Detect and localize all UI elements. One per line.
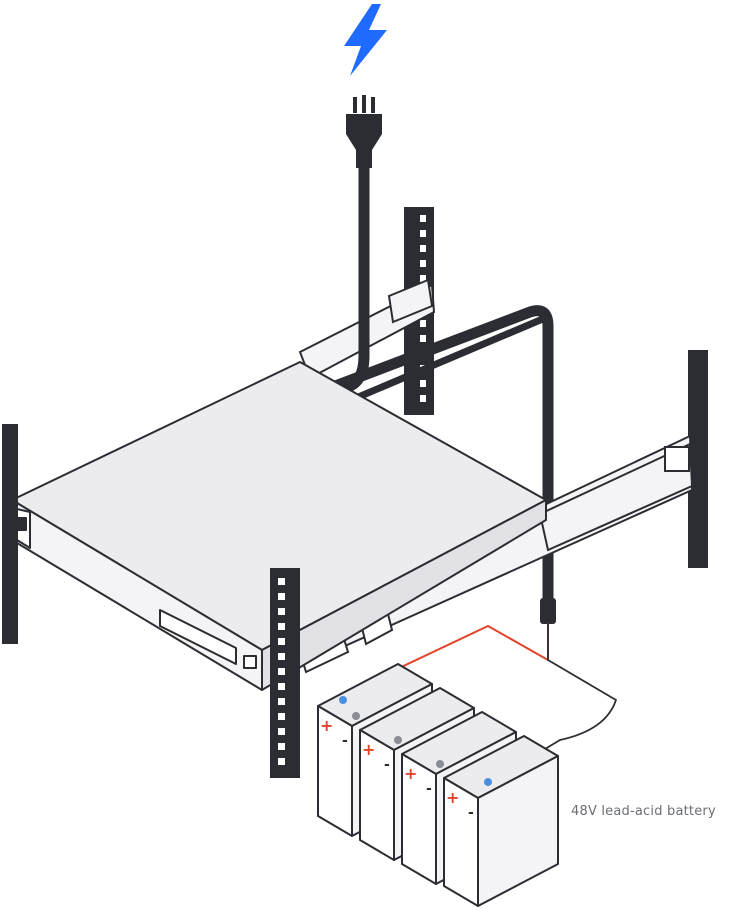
rack-post-front-right: [270, 568, 300, 778]
battery-1-positive: +: [320, 716, 333, 735]
rack-switch: [3, 361, 547, 691]
rack-post-back-right: [688, 350, 708, 568]
battery-3-negative: -: [426, 781, 432, 797]
battery-4-positive: +: [446, 788, 459, 807]
power-cable: [324, 162, 556, 624]
battery-2-negative: -: [384, 757, 390, 773]
rack-post-front-left: [2, 424, 18, 644]
dc-wiring: [339, 623, 617, 783]
power-plug-icon: [346, 95, 382, 168]
battery-4: [443, 735, 559, 907]
battery-1-negative: -: [342, 733, 348, 749]
battery-polarity-marks: + - + - + - + -: [320, 716, 474, 821]
battery-terminals: [339, 696, 492, 786]
battery-3-positive: +: [404, 764, 417, 783]
lightning-bolt-icon: [344, 4, 387, 76]
battery-bank: [317, 663, 559, 907]
battery-label: 48V lead-acid battery: [571, 804, 716, 819]
battery-4-negative: -: [468, 805, 474, 821]
port-block: [159, 609, 237, 665]
battery-2-positive: +: [362, 740, 375, 759]
